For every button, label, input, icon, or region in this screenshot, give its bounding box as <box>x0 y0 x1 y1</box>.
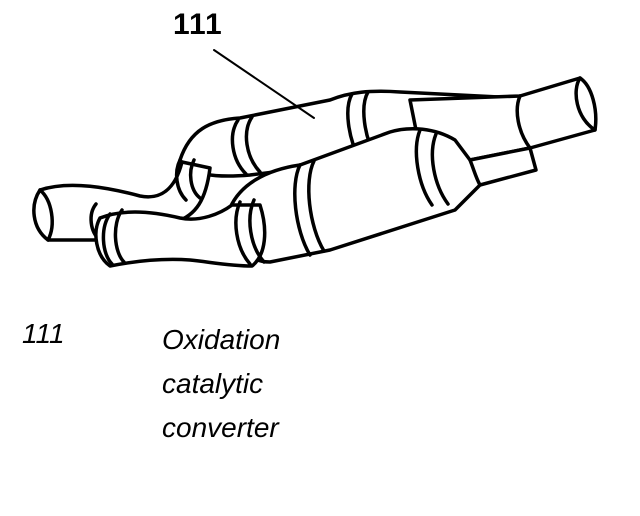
callout-label: 111 <box>173 8 223 41</box>
front-outlet-seam <box>468 158 482 187</box>
rear-band-1 <box>230 118 248 176</box>
inlet-pipe-front-band-2 <box>113 208 126 264</box>
legend-description: Oxidation catalytic converter <box>162 318 280 450</box>
legend-number: 111 <box>22 318 65 349</box>
front-band-4 <box>430 132 450 206</box>
inlet-rear-joint-2 <box>188 158 202 200</box>
rear-band-2 <box>244 115 262 174</box>
legend-line-1: Oxidation <box>162 324 281 355</box>
inlet-pipe-front-joint-1 <box>234 200 252 266</box>
legend-line-2: catalytic <box>162 368 264 399</box>
inlet-pipe-rear-end <box>38 188 54 242</box>
front-band-2 <box>307 159 326 253</box>
outlet-pipe-end <box>574 76 597 132</box>
front-band-1 <box>293 163 312 257</box>
legend-line-3: converter <box>162 412 279 443</box>
inlet-rear-joint-1 <box>174 158 188 202</box>
outlet-pipe-band <box>515 94 532 150</box>
front-band-3 <box>414 128 434 207</box>
legend: 111 Oxidation catalytic converter <box>22 318 582 448</box>
inlet-pipe-front-joint-2 <box>248 198 266 264</box>
callout-leader-line <box>213 49 315 119</box>
inlet-pipe-front-band-1 <box>101 212 114 266</box>
inlet-pipe-front <box>94 203 267 268</box>
